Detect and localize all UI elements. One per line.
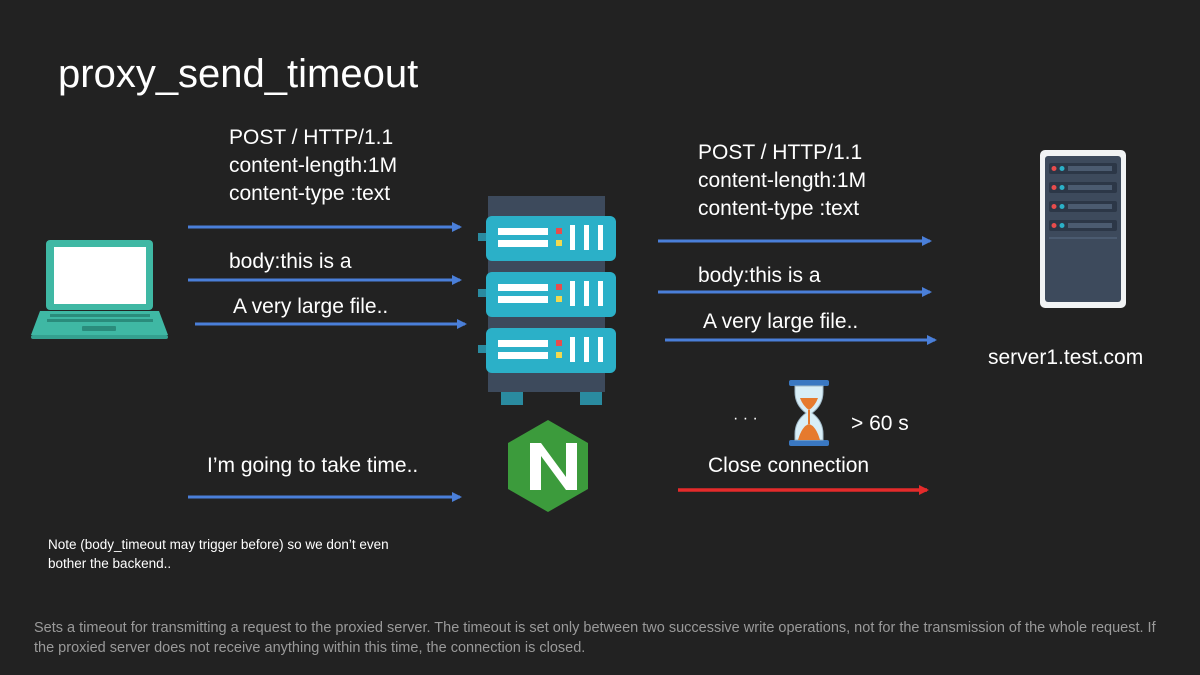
wait-dots: · · · <box>733 410 758 427</box>
proxy-request-headers: POST / HTTP/1.1 content-length:1M conten… <box>698 139 866 223</box>
rack-unit-3 <box>486 328 616 373</box>
nginx-logo-icon <box>508 420 588 512</box>
proxy-body-line-2: A very large file.. <box>703 310 859 333</box>
timeout-duration: > 60 s <box>851 412 909 435</box>
page-title: proxy_send_timeout <box>58 52 419 96</box>
drive-bay-2 <box>1049 182 1117 193</box>
drive-bay-4 <box>1049 220 1117 231</box>
proxy-header-line: POST / HTTP/1.1 <box>698 141 863 164</box>
proxy-header-line: content-length:1M <box>698 169 867 192</box>
server-tower-icon <box>1040 150 1126 308</box>
footer-description: Sets a timeout for transmitting a reques… <box>34 620 1156 656</box>
rack-unit-1 <box>486 216 616 261</box>
client-body-line-1: body:this is a <box>229 250 352 273</box>
hourglass-icon <box>789 380 829 446</box>
client-header-line: POST / HTTP/1.1 <box>229 126 394 149</box>
client-header-line: content-length:1M <box>229 154 398 177</box>
proxy-header-line: content-type :text <box>698 197 860 220</box>
rack-unit-2 <box>486 272 616 317</box>
close-connection-label: Close connection <box>708 454 870 477</box>
drive-bay-1 <box>1049 163 1117 174</box>
laptop-icon <box>31 240 168 339</box>
client-body-line-2: A very large file.. <box>233 295 389 318</box>
server-rack-icon <box>478 196 616 405</box>
client-header-line: content-type :text <box>229 182 391 205</box>
server-name: server1.test.com <box>988 346 1144 369</box>
note-text: Note (body_timeout may trigger before) s… <box>48 537 389 571</box>
proxy-body-line-1: body:this is a <box>698 264 821 287</box>
drive-bay-3 <box>1049 201 1117 212</box>
client-slow-message: I’m going to take time.. <box>207 454 419 477</box>
client-request-headers: POST / HTTP/1.1 content-length:1M conten… <box>229 124 397 208</box>
